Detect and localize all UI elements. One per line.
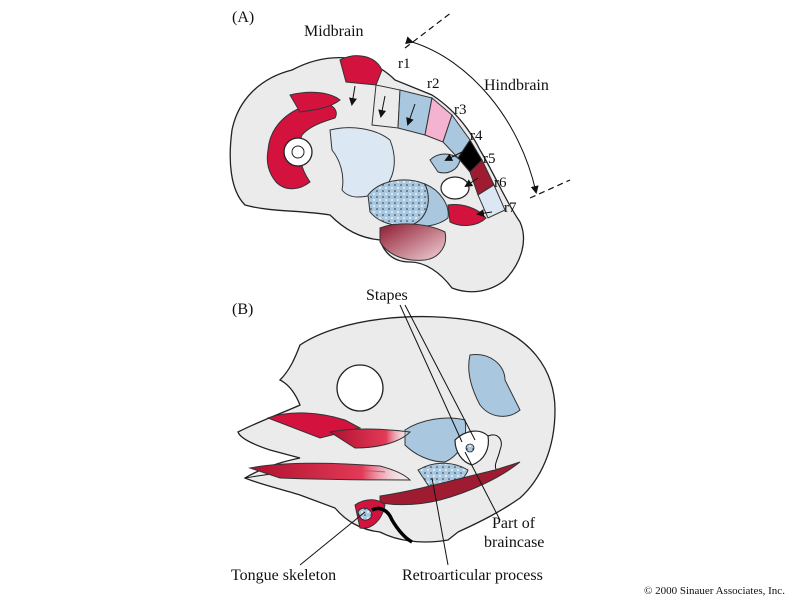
chick-head-outline [237,315,556,543]
tongue-skeleton-label: Tongue skeleton [231,567,336,584]
panel-b: (B) Stapes Part of braincase Ton [231,287,556,584]
rhombomere-r1 [371,84,401,129]
r4-label: r4 [470,128,483,144]
stapes-footplate [465,443,475,453]
embryo-lens [291,145,305,159]
otic-vesicle [440,176,470,200]
midbrain-red-segment [339,55,383,86]
hindbrain-boundary-upper [404,11,453,49]
r6-label: r6 [494,175,507,191]
r7-label: r7 [504,200,517,216]
braincase-label-line2: braincase [484,534,544,551]
r2-label: r2 [427,76,440,92]
migration-arrow-6 [476,209,493,218]
tongue-skeleton-black [371,506,413,544]
braincase-label-line1: Part of [492,515,536,532]
r3-label: r3 [454,102,467,118]
panel-b-label: (B) [232,301,253,318]
midbrain-label: Midbrain [304,23,364,40]
hindbrain-label: Hindbrain [484,77,549,94]
crimson-band-upper [289,91,341,113]
chick-eye [336,364,384,412]
red-gradient-upper-jaw [328,428,412,449]
stapes-label: Stapes [366,287,408,304]
hindbrain-boundary-lower [529,179,571,199]
stapes-leader-1 [399,304,463,443]
stapes-leader-2 [404,304,476,441]
stapes-process [487,434,502,473]
dotted-arch-2 [410,183,449,227]
braincase-blue-upper [468,354,521,417]
red-gradient-arch [379,223,447,261]
hindbrain-arc-arrow [405,36,539,194]
retroarticular-label: Retroarticular process [402,567,543,584]
panel-a: (A) [229,9,571,293]
red-lower-jaw-gradient [248,462,412,481]
dotted-arch-1 [367,179,429,227]
tongue-skeleton-dotted [357,507,373,521]
braincase-leader [464,451,501,521]
migration-arrow-2 [378,95,387,118]
tongue-skeleton-leader [299,511,366,566]
red-arch-small [447,204,487,226]
dark-red-mandible [379,461,521,506]
retroarticular-leader [431,477,449,566]
r1-label: r1 [398,56,411,72]
migration-arrow-1 [349,85,357,106]
copyright-notice: © 2000 Sinauer Associates, Inc. [644,585,785,597]
r5-label: r5 [483,151,496,167]
panel-a-label: (A) [232,9,254,26]
